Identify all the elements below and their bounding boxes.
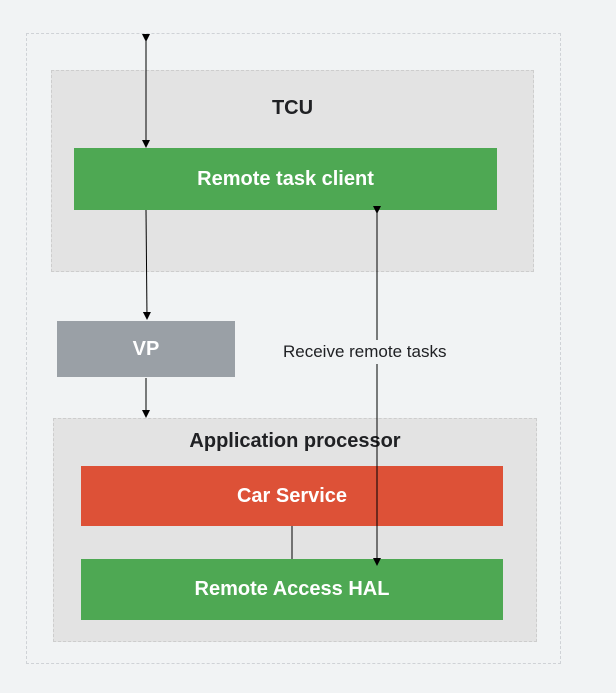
vp-box[interactable]: VP	[57, 321, 235, 377]
receive-remote-tasks-label: Receive remote tasks	[279, 340, 451, 364]
car-service-box[interactable]: Car Service	[81, 466, 503, 526]
remote-task-client-box[interactable]: Remote task client	[74, 148, 497, 210]
remote-task-client-to-vp-arrow	[142, 209, 151, 320]
remote-access-hal-box[interactable]: Remote Access HAL	[81, 559, 503, 620]
tcu-title: TCU	[271, 97, 314, 119]
outer-boundary	[26, 33, 561, 664]
application-processor-title: Application processor	[189, 430, 401, 452]
